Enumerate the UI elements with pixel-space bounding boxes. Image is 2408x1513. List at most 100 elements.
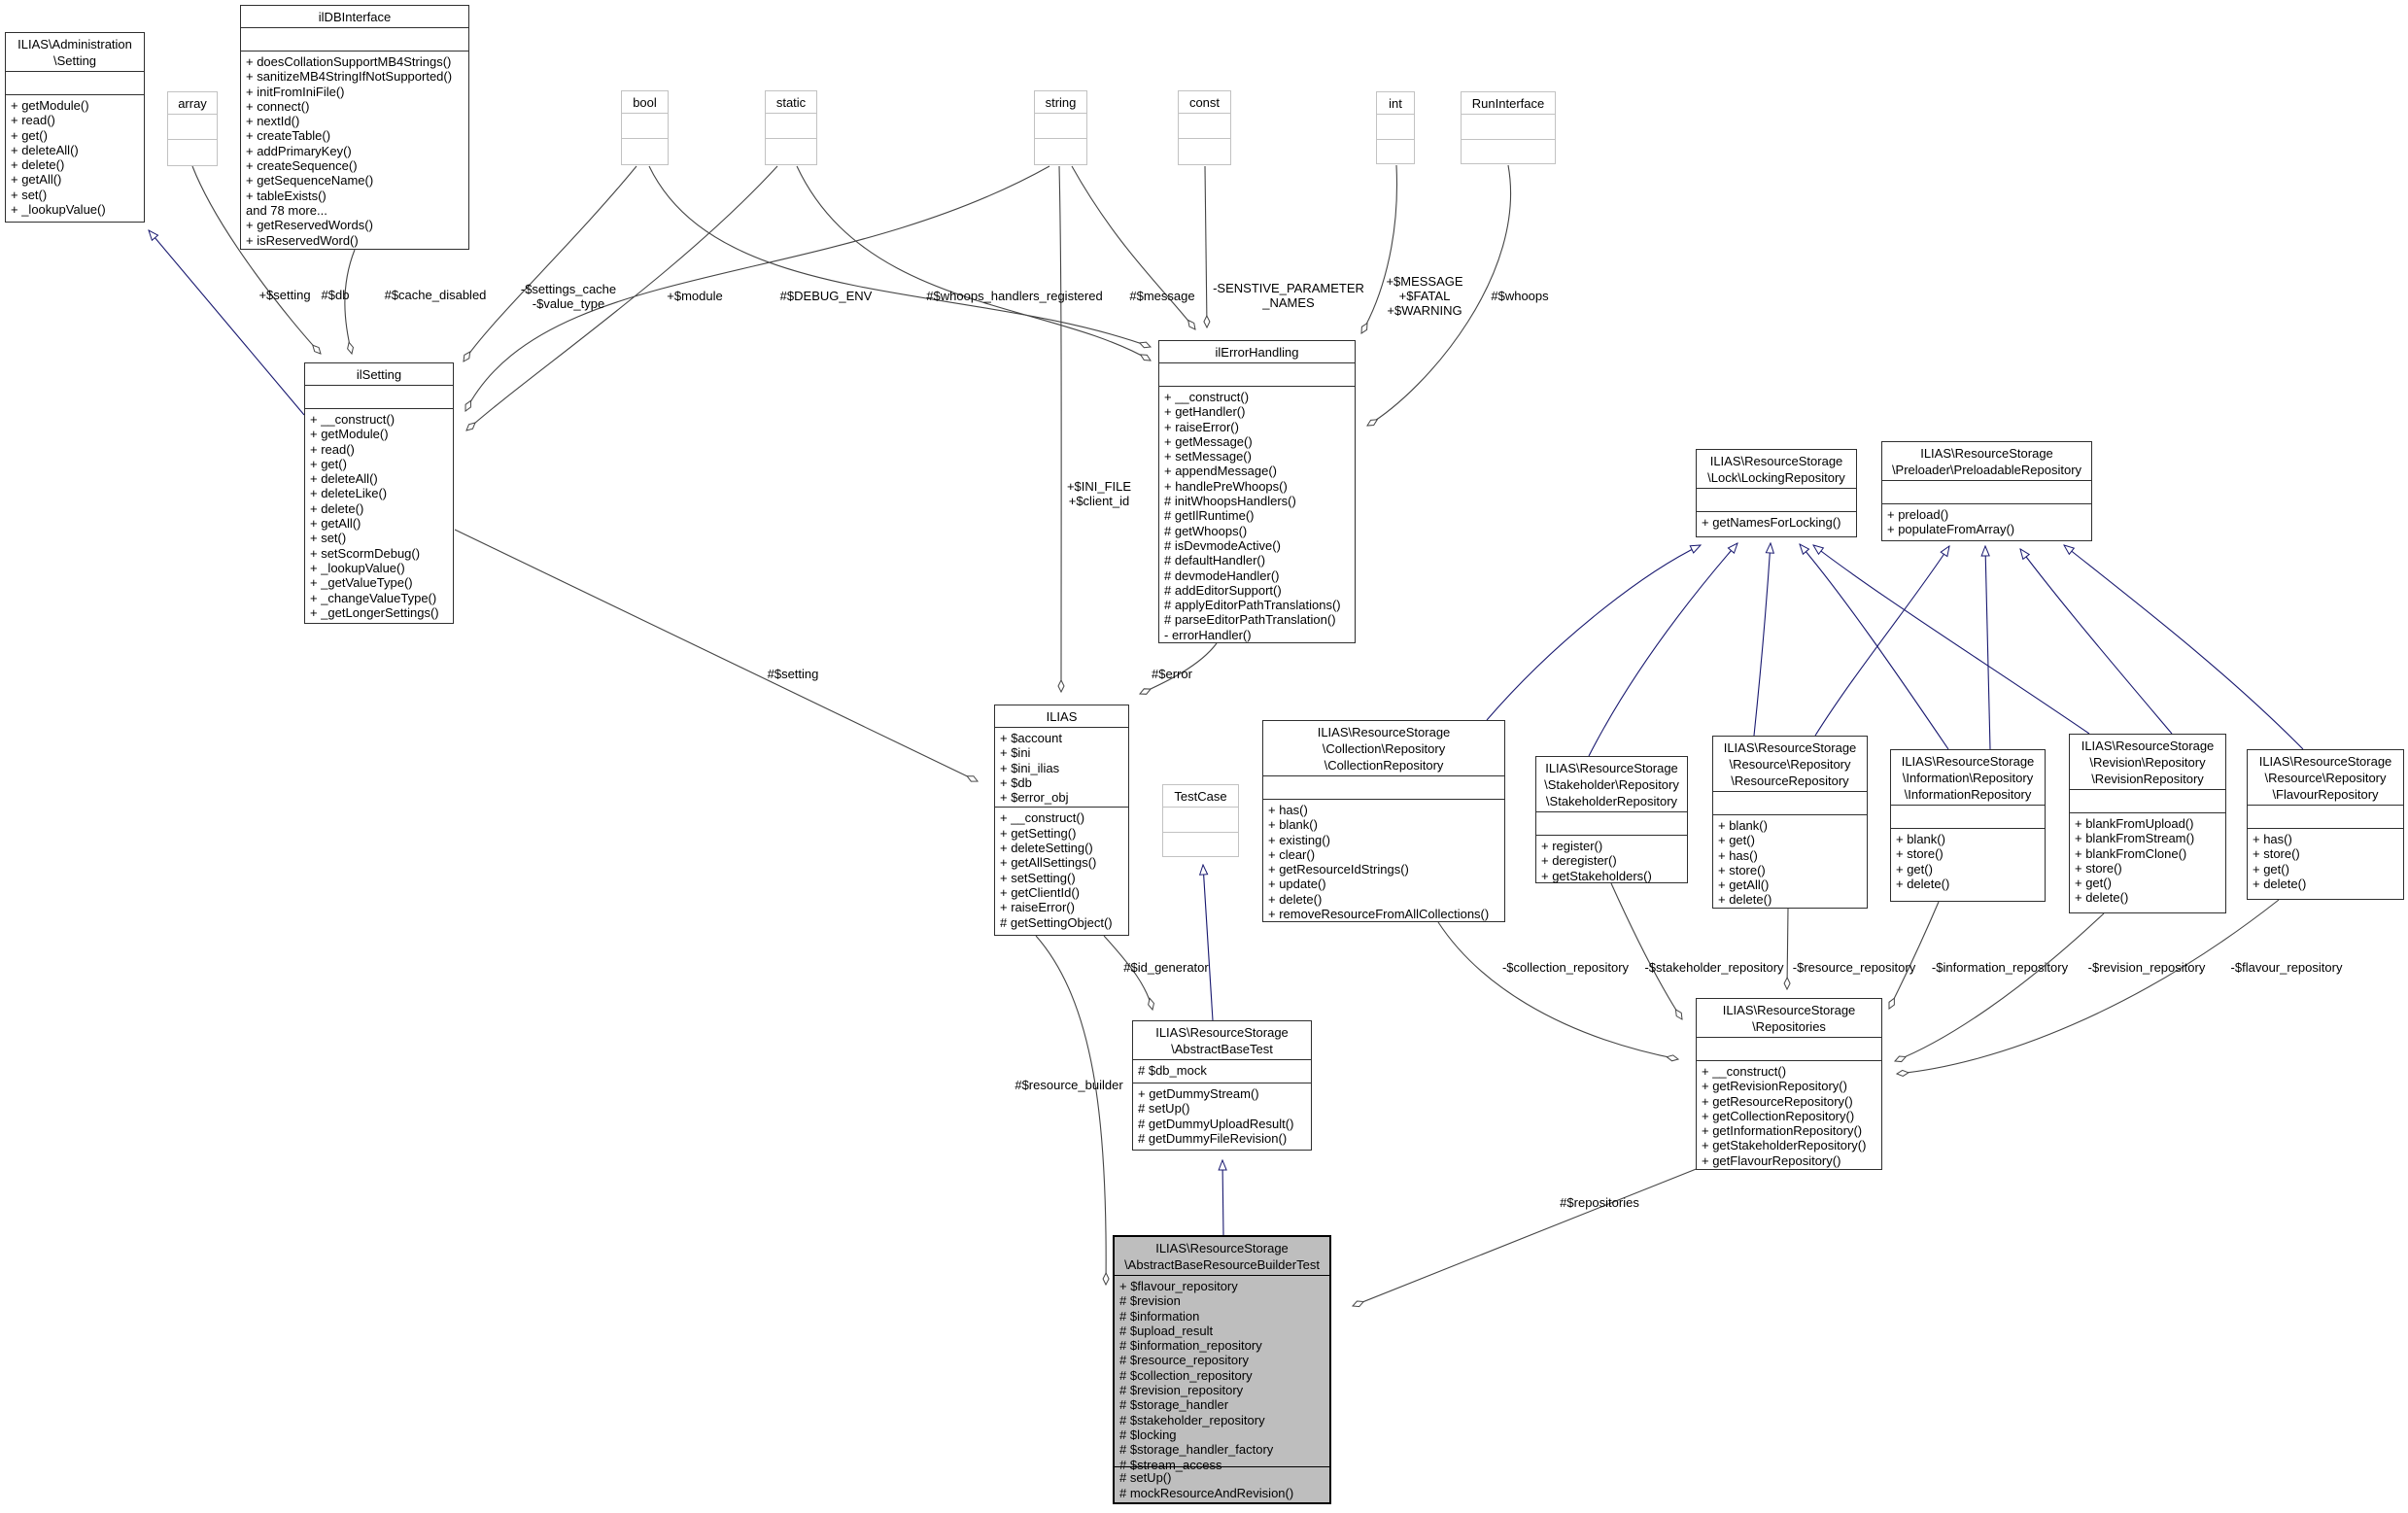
class-method: + isReservedWord() bbox=[246, 232, 359, 248]
class-title-line: array bbox=[178, 96, 207, 111]
class-method: # initWhoopsHandlers() bbox=[1164, 494, 1296, 509]
class-title: ILIAS\ResourceStorage\AbstractBaseResour… bbox=[1115, 1237, 1329, 1276]
edge-label: +$INI_FILE+$client_id bbox=[1067, 479, 1131, 508]
class-information-repository[interactable]: ILIAS\ResourceStorage\Information\Reposi… bbox=[1890, 749, 2046, 902]
class-method: + delete() bbox=[1268, 891, 1323, 907]
class-method: # addEditorSupport() bbox=[1164, 582, 1282, 598]
edge-label: -$settings_cache-$value_type bbox=[521, 282, 616, 311]
class-ilerrorhandling[interactable]: ilErrorHandling+ __construct()+ getHandl… bbox=[1158, 340, 1356, 643]
class-method: # getSettingObject() bbox=[1000, 914, 1113, 930]
class-title-line: \CollectionRepository bbox=[1324, 758, 1444, 773]
empty-compartment bbox=[168, 140, 217, 164]
class-method: + _changeValueType() bbox=[310, 590, 437, 605]
class-abstract-base-resource-builder-test[interactable]: ILIAS\ResourceStorage\AbstractBaseResour… bbox=[1113, 1235, 1331, 1504]
class-title-line: ILIAS\Administration bbox=[17, 37, 132, 52]
class-method: + getClientId() bbox=[1000, 884, 1081, 900]
class-title-line: ILIAS\ResourceStorage bbox=[1901, 754, 2035, 769]
class-flavour-repository[interactable]: ILIAS\ResourceStorage\Resource\Repositor… bbox=[2247, 749, 2404, 900]
class-title-line: ILIAS\ResourceStorage bbox=[1155, 1025, 1289, 1040]
class-static: static bbox=[765, 90, 817, 165]
class-title-line: ILIAS\ResourceStorage bbox=[1317, 725, 1451, 739]
class-attribute: + $db bbox=[1000, 774, 1032, 790]
class-method: - errorHandler() bbox=[1164, 627, 1252, 642]
class-ilias[interactable]: ILIAS+ $account+ $ini+ $ini_ilias+ $db+ … bbox=[994, 705, 1129, 936]
class-method: + blankFromUpload() bbox=[2075, 816, 2194, 831]
class-title-line: ILIAS\ResourceStorage bbox=[1722, 1003, 1856, 1017]
class-bool: bool bbox=[621, 90, 669, 165]
class-attributes bbox=[1882, 481, 2091, 504]
class-method: + has() bbox=[1268, 803, 1308, 817]
class-method: # getDummyFileRevision() bbox=[1138, 1130, 1288, 1146]
edge-label: #$repositories bbox=[1560, 1195, 1639, 1210]
class-method: + clear() bbox=[1268, 846, 1316, 862]
class-method: # defaultHandler() bbox=[1164, 553, 1266, 568]
edge-label: -$stakeholder_repository bbox=[1644, 960, 1783, 975]
class-title-line: const bbox=[1188, 95, 1221, 110]
class-method: # devmodeHandler() bbox=[1164, 567, 1280, 583]
class-method: # getDummyUploadResult() bbox=[1138, 1116, 1294, 1131]
class-method: + get() bbox=[1718, 833, 1755, 848]
class-array: array bbox=[167, 91, 218, 166]
class-methods: + getModule()+ read()+ get()+ deleteAll(… bbox=[6, 95, 144, 222]
class-resource-repository[interactable]: ILIAS\ResourceStorage\Resource\Repositor… bbox=[1712, 736, 1868, 909]
class-method: + getFlavourRepository() bbox=[1702, 1152, 1841, 1168]
class-title-line: \Stakeholder\Repository bbox=[1544, 777, 1679, 792]
class-method: + get() bbox=[11, 127, 48, 143]
class-method: + setMessage() bbox=[1164, 449, 1252, 464]
class-method: + set() bbox=[310, 531, 347, 546]
class-preloadable-repository[interactable]: ILIAS\ResourceStorage\Preloader\Preloada… bbox=[1881, 441, 2092, 541]
class-ilsetting[interactable]: ilSetting+ __construct()+ getModule()+ r… bbox=[304, 362, 454, 624]
class-revision-repository[interactable]: ILIAS\ResourceStorage\Revision\Repositor… bbox=[2069, 734, 2226, 913]
association-edge bbox=[1367, 164, 1511, 426]
class-title-line: bool bbox=[633, 95, 657, 110]
class-repositories[interactable]: ILIAS\ResourceStorage\Repositories+ __co… bbox=[1696, 998, 1882, 1170]
class-title-line: TestCase bbox=[1174, 789, 1227, 804]
class-title-line: \Resource\Repository bbox=[1729, 757, 1851, 772]
generalization-edge bbox=[1222, 1160, 1223, 1236]
edge-label: #$whoops bbox=[1491, 289, 1548, 303]
empty-compartment bbox=[766, 139, 816, 163]
edge-label: #$cache_disabled bbox=[385, 288, 487, 302]
class-attribute: + $account bbox=[1000, 731, 1062, 745]
class-locking-repository[interactable]: ILIAS\ResourceStorage\Lock\LockingReposi… bbox=[1696, 449, 1857, 537]
edge-label-line: +$client_id bbox=[1068, 494, 1130, 508]
class-method: + __construct() bbox=[1000, 810, 1085, 826]
edge-label: #$message bbox=[1129, 289, 1194, 303]
edge-label-line: #$resource_builder bbox=[1015, 1078, 1123, 1092]
class-methods: + getDummyStream()# setUp()# getDummyUpl… bbox=[1133, 1083, 1311, 1150]
edge-label-line: #$error bbox=[1152, 667, 1192, 681]
class-method: + blank() bbox=[1896, 832, 1945, 846]
class-stakeholder-repository[interactable]: ILIAS\ResourceStorage\Stakeholder\Reposi… bbox=[1535, 756, 1688, 883]
class-method: + raiseError() bbox=[1164, 419, 1239, 434]
class-attributes bbox=[241, 28, 468, 52]
class-method: + set() bbox=[11, 187, 48, 202]
class-ilias-administration-setting[interactable]: ILIAS\Administration\Setting+ getModule(… bbox=[5, 32, 145, 223]
class-method: + blankFromStream() bbox=[2075, 831, 2195, 846]
association-edge bbox=[1059, 165, 1061, 692]
class-method: + getMessage() bbox=[1164, 433, 1253, 449]
edge-label-line: #$repositories bbox=[1560, 1195, 1639, 1210]
edge-label-line: +$WARNING bbox=[1387, 303, 1462, 318]
edge-label-line: -$resource_repository bbox=[1792, 960, 1916, 975]
class-title-line: ilErrorHandling bbox=[1215, 345, 1299, 360]
class-method: + getStakeholders() bbox=[1541, 868, 1652, 883]
class-title: ILIAS\ResourceStorage\Resource\Repositor… bbox=[2248, 750, 2403, 806]
class-title: ILIAS\ResourceStorage\Revision\Repositor… bbox=[2070, 735, 2225, 790]
class-method: + store() bbox=[1718, 862, 1766, 877]
edge-label-line: #$db bbox=[321, 288, 350, 302]
class-ildbinterface[interactable]: ilDBInterface+ doesCollationSupportMB4St… bbox=[240, 5, 469, 250]
class-method: # getIlRuntime() bbox=[1164, 508, 1255, 524]
generalization-edge bbox=[1588, 543, 1737, 757]
class-abstract-base-test[interactable]: ILIAS\ResourceStorage \AbstractBaseTest # … bbox=[1132, 1020, 1312, 1151]
class-attribute: # $revision_repository bbox=[1119, 1383, 1244, 1398]
association-edge bbox=[344, 249, 356, 354]
class-method: + get() bbox=[1896, 861, 1933, 877]
empty-compartment bbox=[1179, 139, 1230, 163]
class-attribute: + $error_obj bbox=[1000, 790, 1069, 806]
class-title-line: ilSetting bbox=[356, 367, 402, 382]
class-attribute: # $revision bbox=[1119, 1293, 1181, 1309]
class-collection-repository[interactable]: ILIAS\ResourceStorage\Collection\Reposit… bbox=[1262, 720, 1505, 922]
class-method: + getNamesForLocking() bbox=[1702, 515, 1841, 530]
class-title-line: \AbstractBaseTest bbox=[1171, 1042, 1273, 1056]
class-attributes bbox=[1536, 812, 1687, 836]
